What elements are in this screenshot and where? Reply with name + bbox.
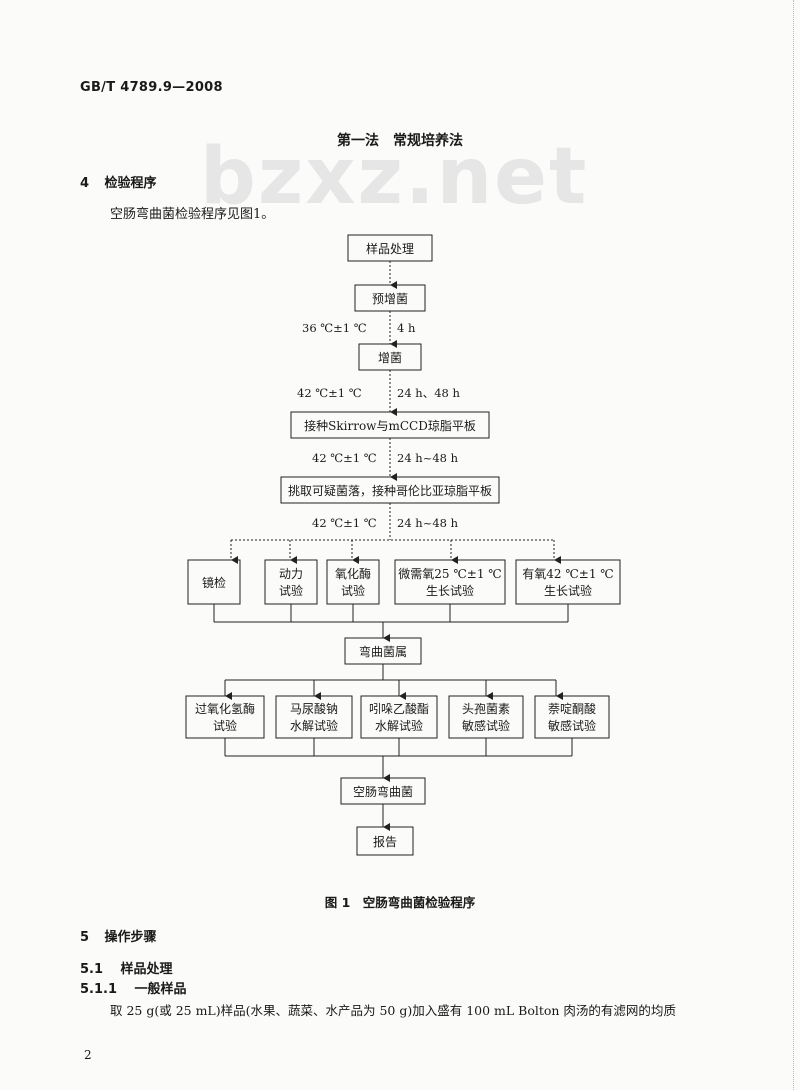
text-species: 空肠弯曲菌 [353,784,413,799]
text-preenrich: 预增菌 [372,292,408,306]
text-genus: 弯曲菌属 [359,644,407,659]
text-motility-l1: 动力 [279,567,303,581]
text-microaerobic-l1: 微需氧25 ℃±1 ℃ [398,567,501,581]
text-hippurate-l1: 马尿酸钠 [290,701,338,716]
text-hippurate-l2: 水解试验 [290,718,338,733]
cond1-temp: 36 ℃±1 ℃ [302,321,367,335]
section-5-1-1-number: 5.1.1 [80,982,118,997]
section-5-1-1-title: 一般样品 [134,982,187,997]
text-aerobic-l1: 有氧42 ℃±1 ℃ [522,567,613,581]
text-inoculate: 接种Skirrow与mCCD琼脂平板 [304,418,476,433]
text-oxidase-l1: 氧化酶 [335,566,371,581]
text-cephalothin-l1: 头孢菌素 [462,702,510,716]
section-5-1-1-heading: 5.1.1 一般样品 [80,978,187,997]
text-oxidase-l2: 试验 [341,583,365,598]
cond1-time: 4 h [397,321,416,335]
section-5-1-heading: 5.1 样品处理 [80,958,173,977]
text-pick: 挑取可疑菌落，接种哥伦比亚琼脂平板 [288,483,492,498]
box-report [356,826,414,856]
standard-code: GB/T 4789.9—2008 [80,80,223,95]
text-catalase-l2: 试验 [213,718,237,733]
text-indoxyl-l2: 水解试验 [375,718,423,733]
cond2-time: 24 h、48 h [397,386,460,400]
text-cephalothin-l2: 敏感试验 [462,718,510,733]
text-enrich: 增菌 [378,351,402,365]
section-4-heading: 4 检验程序 [80,172,157,191]
cond3-temp: 42 ℃±1 ℃ [312,451,377,465]
method-title: 第一法 常规培养法 [337,133,463,149]
section-5-number: 5 [80,930,90,945]
section-5-heading: 5 操作步骤 [80,926,157,945]
text-nalidixic-l2: 敏感试验 [548,718,596,733]
page-number: 2 [84,1048,92,1062]
section-5-1-number: 5.1 [80,962,104,977]
flowchart: 样品处理 预增菌 增菌 接种Skirrow与mCCD琼脂平板 挑取可疑菌落，接种… [185,234,621,856]
text-catalase-l1: 过氧化氢酶 [195,701,255,716]
section-5-title: 操作步骤 [104,930,157,945]
cond2-temp: 42 ℃±1 ℃ [297,386,362,400]
text-microscopy: 镜检 [202,575,226,590]
section-4-text: 空肠弯曲菌检验程序见图1。 [110,207,275,222]
watermark: bzxz.net [200,132,589,222]
text-sample: 样品处理 [366,241,414,256]
text-aerobic-l2: 生长试验 [544,583,592,598]
section-4-number: 4 [80,176,90,191]
cond4-temp: 42 ℃±1 ℃ [312,516,377,530]
text-microaerobic-l2: 生长试验 [426,583,474,598]
page-edge [793,0,794,1090]
section-5-1-title: 样品处理 [120,962,173,977]
cond4-time: 24 h~48 h [397,516,459,530]
text-motility-l2: 试验 [279,583,303,598]
cond3-time: 24 h~48 h [397,451,459,465]
text-nalidixic-l1: 萘啶酮酸 [548,701,596,716]
figure-caption: 图 1 空肠弯曲菌检验程序 [324,895,476,910]
text-report: 报告 [373,834,397,849]
body-paragraph: 取 25 g(或 25 mL)样品(水果、蔬菜、水产品为 50 g)加入盛有 1… [110,1003,676,1018]
section-4-title: 检验程序 [104,176,157,191]
text-indoxyl-l1: 吲哚乙酸酯 [369,701,429,716]
